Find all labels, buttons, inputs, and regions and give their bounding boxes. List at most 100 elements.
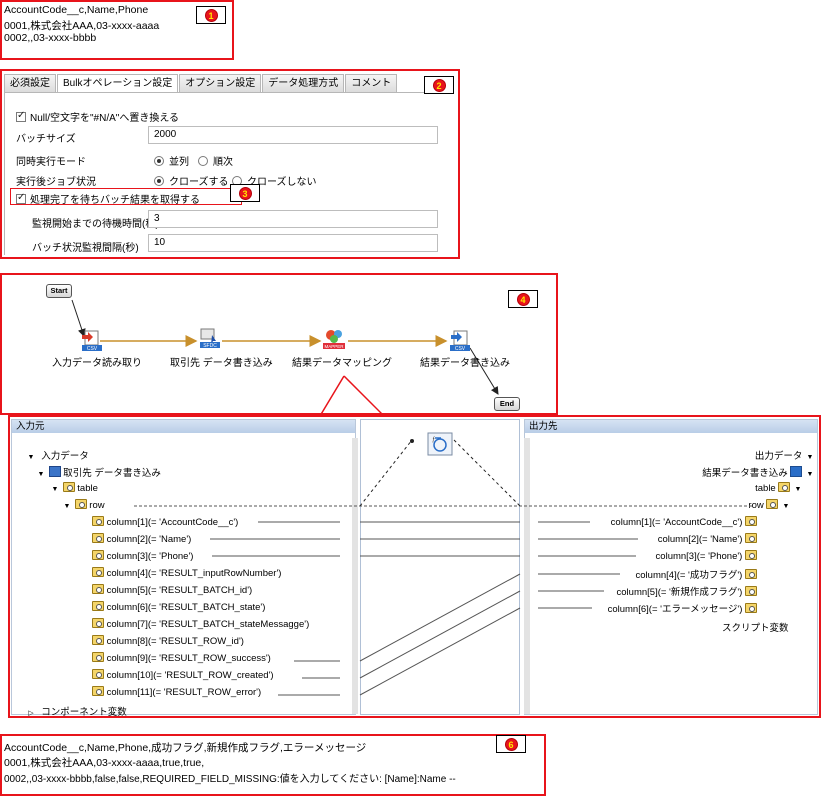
concurrency-label: 同時実行モード	[16, 157, 86, 168]
column-icon	[745, 516, 757, 526]
target-column-item[interactable]: column[1](= 'AccountCode__c')	[611, 516, 757, 528]
badge-6: 6	[496, 735, 526, 753]
source-column-item[interactable]: column[6](= 'RESULT_BATCH_state')	[92, 601, 265, 613]
wait-result-checkbox[interactable]	[16, 192, 26, 204]
poll-interval-label: バッチ状況監視間隔(秒)	[32, 243, 139, 254]
batch-size-input[interactable]: 2000	[148, 126, 438, 144]
source-scrollbar[interactable]	[352, 438, 358, 714]
csv-write-icon[interactable]: CSV	[448, 330, 472, 352]
output-csv-line: AccountCode__c,Name,Phone,成功フラグ,新規作成フラグ,…	[4, 742, 367, 754]
null-replace-checkbox[interactable]	[16, 110, 26, 122]
svg-text:CSV: CSV	[455, 346, 466, 352]
column-icon	[745, 533, 757, 543]
source-component[interactable]: ▼ 取引先 データ書き込み	[37, 466, 161, 479]
column-icon	[745, 550, 757, 560]
tab-options[interactable]: オプション設定	[179, 74, 262, 92]
source-column-item[interactable]: column[3](= 'Phone')	[92, 550, 193, 562]
row-icon	[766, 499, 779, 509]
column-icon	[745, 586, 757, 596]
badge-4: 4	[508, 290, 538, 308]
tab-bulk-operation[interactable]: Bulkオペレーション設定	[57, 74, 179, 93]
source-pane-header: 入力元	[12, 420, 355, 433]
csv-component-icon	[790, 466, 803, 477]
input-csv-line: 0002,,03-xxxx-bbbb	[4, 32, 97, 44]
target-script-variables[interactable]: スクリプト変数	[722, 623, 789, 634]
target-row[interactable]: row ▼	[748, 499, 790, 511]
node-label-write: 結果データ書き込み	[420, 358, 510, 369]
column-icon	[92, 669, 104, 679]
column-icon	[92, 635, 104, 645]
job-state-label: 実行後ジョブ状況	[16, 177, 96, 188]
source-column-item[interactable]: column[10](= 'RESULT_ROW_created')	[92, 669, 274, 681]
target-pane: 出力先	[524, 419, 818, 715]
source-root[interactable]: ▼ 入力データ	[27, 451, 89, 462]
mapping-box	[8, 415, 821, 718]
mapper-canvas	[360, 419, 520, 715]
svg-text:SFDC: SFDC	[203, 343, 217, 349]
column-icon	[745, 603, 757, 613]
target-column-item[interactable]: column[6](= 'エラーメッセージ')	[608, 601, 757, 615]
start-node[interactable]: Start	[46, 284, 72, 298]
svg-text:ƒ: ƒ	[432, 437, 435, 443]
output-csv-line: 0001,株式会社AAA,03-xxxx-aaaa,true,true,	[4, 757, 205, 769]
table-icon	[62, 482, 75, 492]
output-csv-line: 0002,,03-xxxx-bbbb,false,false,REQUIRED_…	[4, 774, 456, 785]
table-icon	[778, 482, 791, 492]
column-icon	[92, 533, 104, 543]
bulk-settings-box: 必須設定 Bulkオペレーション設定 オプション設定 データ処理方式 コメント …	[0, 69, 460, 259]
batch-size-label: バッチサイズ	[16, 134, 76, 145]
target-scrollbar[interactable]	[524, 438, 530, 714]
csv-read-icon[interactable]: CSV	[80, 330, 104, 352]
source-table[interactable]: ▼ table	[51, 482, 98, 494]
concurrency-serial-radio[interactable]: 順次	[198, 153, 233, 168]
tab-comment[interactable]: コメント	[345, 74, 398, 92]
input-csv-line: 0001,株式会社AAA,03-xxxx-aaaa	[4, 20, 160, 32]
source-column-item[interactable]: column[9](= 'RESULT_ROW_success')	[92, 652, 271, 664]
wait-time-input[interactable]: 3	[148, 210, 438, 228]
source-column-item[interactable]: column[11](= 'RESULT_ROW_error')	[92, 686, 261, 698]
svg-text:CSV: CSV	[87, 346, 98, 352]
source-component-variables[interactable]: ▷ コンポーネント変数	[28, 707, 127, 718]
settings-panel	[4, 92, 454, 255]
concurrency-parallel-radio[interactable]: 並列	[154, 153, 189, 168]
badge-2: 2	[424, 76, 454, 94]
row-icon	[74, 499, 87, 509]
mapper-icon[interactable]: MAPPER	[322, 328, 346, 350]
node-label-mapper: 結果データマッピング	[292, 358, 392, 369]
poll-interval-input[interactable]: 10	[148, 234, 438, 252]
target-column-item[interactable]: column[2](= 'Name')	[658, 533, 757, 545]
null-replace-option[interactable]: Null/空文字を"#N/A"へ置き換える	[16, 109, 179, 124]
target-table[interactable]: table ▼	[755, 482, 802, 494]
source-column-item[interactable]: column[5](= 'RESULT_BATCH_id')	[92, 584, 252, 596]
tab-required[interactable]: 必須設定	[4, 74, 56, 92]
source-column-item[interactable]: column[1](= 'AccountCode__c')	[92, 516, 238, 528]
settings-tabs: 必須設定 Bulkオペレーション設定 オプション設定 データ処理方式 コメント	[4, 74, 398, 93]
wait-result-option[interactable]: 処理完了を待ちバッチ結果を取得する	[16, 191, 200, 206]
job-close-radio[interactable]: クローズする	[154, 173, 229, 188]
source-column-item[interactable]: column[4](= 'RESULT_inputRowNumber')	[92, 567, 281, 579]
target-pane-header: 出力先	[525, 420, 817, 433]
component-icon	[48, 466, 61, 477]
source-column-item[interactable]: column[7](= 'RESULT_BATCH_stateMessagge'…	[92, 618, 309, 630]
script-function-icon[interactable]: ƒ	[427, 432, 453, 456]
target-column-item[interactable]: column[3](= 'Phone')	[656, 550, 757, 562]
source-column-item[interactable]: column[2](= 'Name')	[92, 533, 191, 545]
column-icon	[92, 550, 104, 560]
column-icon	[745, 569, 757, 579]
target-column-item[interactable]: column[5](= '新規作成フラグ')	[617, 584, 757, 598]
source-column-item[interactable]: column[8](= 'RESULT_ROW_id')	[92, 635, 244, 647]
source-row[interactable]: ▼ row	[63, 499, 105, 511]
column-icon	[92, 618, 104, 628]
column-icon	[92, 584, 104, 594]
node-label-read: 入力データ読み取り	[52, 358, 142, 369]
badge-1: 1	[196, 6, 226, 24]
target-root[interactable]: 出力データ ▼	[754, 451, 814, 462]
end-node[interactable]: End	[494, 397, 520, 411]
target-component[interactable]: 結果データ書き込み ▼	[702, 466, 814, 479]
target-column-item[interactable]: column[4](= '成功フラグ')	[636, 567, 757, 581]
source-pane: 入力元	[11, 419, 356, 715]
tab-data-processing[interactable]: データ処理方式	[262, 74, 345, 92]
column-icon	[92, 567, 104, 577]
input-csv-line: AccountCode__c,Name,Phone	[4, 4, 149, 16]
sfdc-write-icon[interactable]: SFDC	[198, 327, 222, 349]
